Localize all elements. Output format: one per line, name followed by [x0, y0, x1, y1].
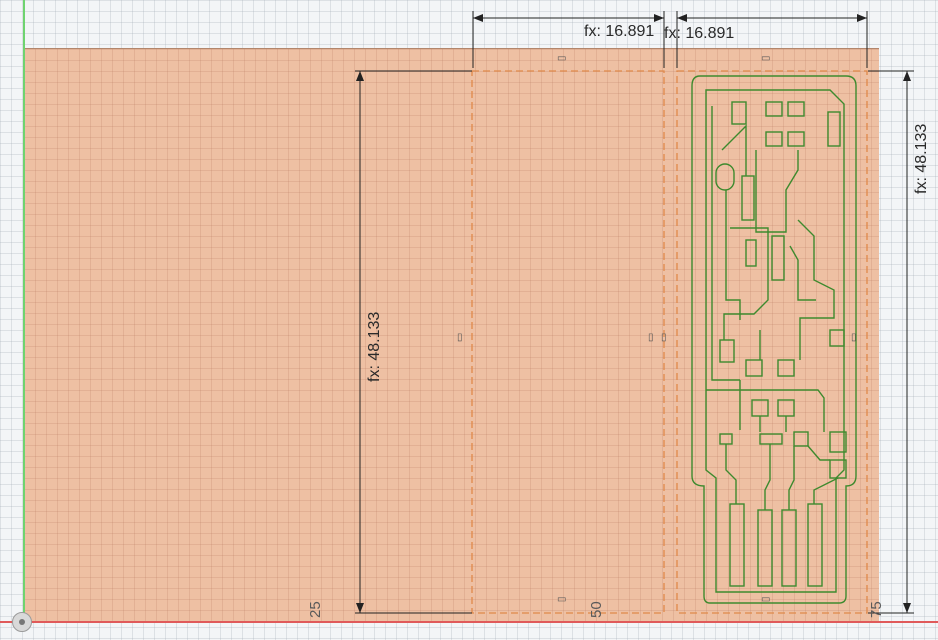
setup-boundary-left: [471, 70, 665, 614]
setup-boundary-right: [676, 70, 868, 614]
pcb-toolpath: [691, 75, 857, 604]
width-dimension-right[interactable]: fx: 16.891: [664, 25, 735, 42]
height-dimension-left[interactable]: fx: 48.133: [366, 311, 383, 382]
height-dimension-right[interactable]: fx: 48.133: [913, 123, 930, 194]
width-dimension-left[interactable]: fx: 16.891: [584, 23, 655, 40]
constraint-icon[interactable]: ▭: [761, 53, 771, 64]
x-axis-line: [0, 621, 938, 623]
board-outline: [691, 75, 857, 604]
constraint-icon[interactable]: ▯: [661, 332, 667, 343]
origin-icon[interactable]: [12, 612, 32, 632]
constraint-icon[interactable]: ▭: [557, 53, 567, 64]
constraint-icon[interactable]: ▯: [457, 332, 463, 343]
constraint-icon[interactable]: ▯: [851, 332, 857, 343]
constraint-icon[interactable]: ▭: [557, 594, 567, 605]
x-axis-tick-25: 25: [307, 601, 324, 618]
x-axis-tick-75: 75: [868, 601, 885, 618]
constraint-icon[interactable]: ▭: [761, 594, 771, 605]
constraint-icon[interactable]: ▯: [648, 332, 654, 343]
stock-material[interactable]: [24, 48, 879, 623]
y-axis-line: [23, 0, 25, 625]
x-axis-tick-50: 50: [588, 601, 605, 618]
